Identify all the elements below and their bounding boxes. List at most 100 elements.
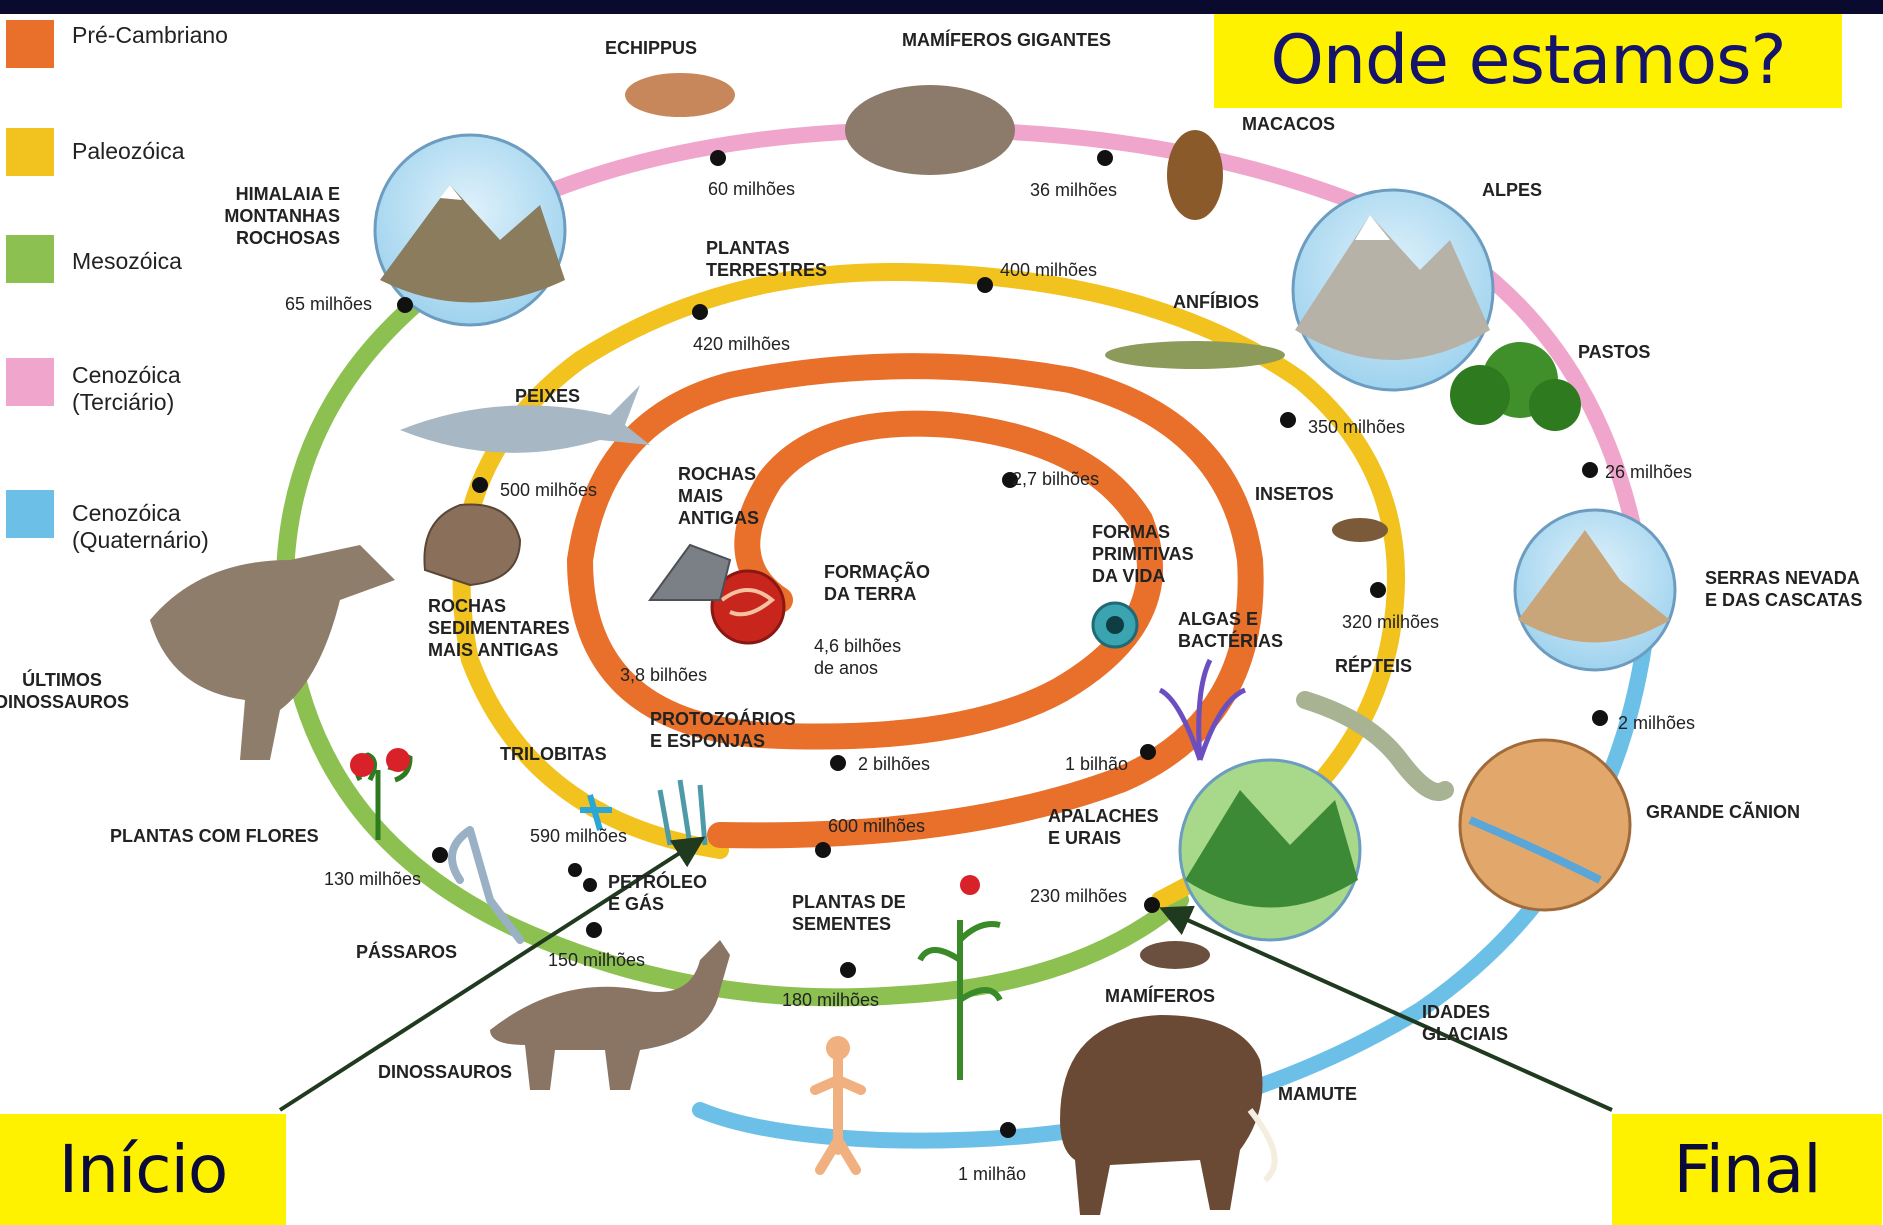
label-plantas-terrestres: PLANTASTERRESTRES — [706, 238, 827, 280]
cell-nucleus — [1106, 616, 1124, 634]
label-age-500: 500 milhões — [500, 480, 597, 500]
old-rock-icon — [650, 545, 730, 600]
dot-2b — [830, 755, 846, 771]
label-age-36: 36 milhões — [1030, 180, 1117, 200]
oil-drop-2 — [583, 878, 597, 892]
label-mamiferos: MAMÍFEROS — [1105, 985, 1215, 1006]
label-age-600: 600 milhões — [828, 816, 925, 836]
grand-canyon-scene — [1460, 740, 1630, 910]
himalaia-mountain-scene — [375, 135, 565, 325]
label-age-230: 230 milhões — [1030, 886, 1127, 906]
dot-130 — [432, 847, 448, 863]
label-age-590: 590 milhões — [530, 826, 627, 846]
bird-icon — [452, 830, 520, 940]
dot-420 — [692, 304, 708, 320]
alps-mountain-scene — [1293, 190, 1493, 390]
legend-swatch-tertiary — [6, 358, 54, 406]
label-echippus: ECHIPPUS — [605, 38, 697, 58]
label-apalaches: APALACHESE URAIS — [1048, 806, 1159, 848]
sierra-nevada-scene — [1515, 510, 1675, 670]
dot-26 — [1582, 462, 1598, 478]
title-callout: Onde estamos? — [1214, 14, 1842, 108]
human-head — [826, 1036, 850, 1060]
flower-bloom-2 — [386, 748, 410, 772]
end-callout: Final — [1612, 1114, 1882, 1225]
start-callout: Início — [0, 1114, 286, 1225]
label-formas-primitivas: FORMASPRIMITIVASDA VIDA — [1092, 522, 1194, 586]
mammal-icon — [1140, 941, 1210, 969]
label-insetos: INSETOS — [1255, 484, 1334, 504]
dot-2m — [1592, 710, 1608, 726]
label-age-150: 150 milhões — [548, 950, 645, 970]
label-age-1m: 1 milhão — [958, 1164, 1026, 1184]
legend-label-precambrian: Pré-Cambriano — [72, 22, 228, 49]
label-age-130: 130 milhões — [324, 869, 421, 889]
dot-65 — [397, 297, 413, 313]
label-pastos: PASTOS — [1578, 342, 1650, 362]
label-age-27: 2,7 bilhões — [1012, 469, 1099, 489]
label-idades-glaciais: IDADESGLACIAIS — [1422, 1002, 1508, 1044]
legend-swatch-quaternary — [6, 490, 54, 538]
label-age-26: 26 milhões — [1605, 462, 1692, 482]
sedimentary-rock-icon — [424, 504, 520, 585]
human-icon — [815, 1060, 861, 1170]
label-macacos: MACACOS — [1242, 114, 1335, 134]
label-passaros: PÁSSAROS — [356, 941, 457, 962]
dot-180 — [840, 962, 856, 978]
amphibian-icon — [1105, 341, 1285, 369]
legend-swatch-precambrian — [6, 20, 54, 68]
label-age-38: 3,8 bilhões — [620, 665, 707, 685]
legend-label-tertiary: Cenozóica (Terciário) — [72, 362, 181, 416]
label-age-180: 180 milhões — [782, 990, 879, 1010]
label-age-320: 320 milhões — [1342, 612, 1439, 632]
label-anfibios: ANFÍBIOS — [1173, 291, 1259, 312]
label-peixes: PEIXES — [515, 386, 580, 406]
label-plantas-flores: PLANTAS COM FLORES — [110, 826, 319, 846]
dot-150 — [586, 922, 602, 938]
insect-icon — [1332, 518, 1388, 542]
trex-icon — [150, 545, 395, 760]
dot-500 — [472, 477, 488, 493]
label-grande-canion: GRANDE CÃNION — [1646, 801, 1800, 822]
dot-230 — [1144, 897, 1160, 913]
legend-swatch-paleozoic — [6, 128, 54, 176]
label-mamute: MAMUTE — [1278, 1084, 1357, 1104]
monkey-icon — [1167, 130, 1223, 220]
dot-36 — [1097, 150, 1113, 166]
dot-350 — [1280, 412, 1296, 428]
dot-60 — [710, 150, 726, 166]
window-top-bar — [0, 0, 1883, 14]
label-serras: SERRAS NEVADAE DAS CASCATAS — [1705, 568, 1862, 610]
legend-label-paleozoic: Paleozóica — [72, 138, 185, 165]
label-age-420: 420 milhões — [693, 334, 790, 354]
era-legend: Pré-Cambriano Paleozóica Mesozóica Cenoz… — [6, 20, 346, 550]
dot-320 — [1370, 582, 1386, 598]
label-plantas-sementes: PLANTAS DESEMENTES — [792, 892, 906, 934]
label-age-2b: 2 bilhões — [858, 754, 930, 774]
dot-400 — [977, 277, 993, 293]
label-age-1b: 1 bilhão — [1065, 754, 1128, 774]
echippus-icon — [625, 73, 735, 117]
label-ultimos-dino: ÚLTIMOSDINOSSAUROS — [0, 669, 129, 712]
label-formacao-terra: FORMAÇÃODA TERRA — [824, 561, 930, 604]
label-age-350: 350 milhões — [1308, 417, 1405, 437]
label-alpes: ALPES — [1482, 180, 1542, 200]
label-petroleo: PETRÓLEOE GÁS — [608, 871, 707, 914]
label-age-46: 4,6 bilhõesde anos — [814, 636, 901, 678]
dot-1m — [1000, 1122, 1016, 1138]
appalachian-mountain-scene — [1180, 760, 1360, 940]
dot-600 — [815, 842, 831, 858]
label-age-400: 400 milhões — [1000, 260, 1097, 280]
legend-label-mesozoic: Mesozóica — [72, 248, 182, 275]
label-age-2m: 2 milhões — [1618, 713, 1695, 733]
label-dinossauros: DINOSSAUROS — [378, 1062, 512, 1082]
mammoth-icon — [1060, 1015, 1263, 1215]
label-rochas-sed: ROCHASSEDIMENTARESMAIS ANTIGAS — [428, 596, 570, 660]
giant-mammal-icon — [845, 85, 1015, 175]
oil-drop-1 — [568, 863, 582, 877]
flower-bloom-1 — [350, 753, 374, 777]
label-age-60: 60 milhões — [708, 179, 795, 199]
label-trilobitas: TRILOBITAS — [500, 744, 607, 764]
label-repteis: RÉPTEIS — [1335, 655, 1412, 676]
